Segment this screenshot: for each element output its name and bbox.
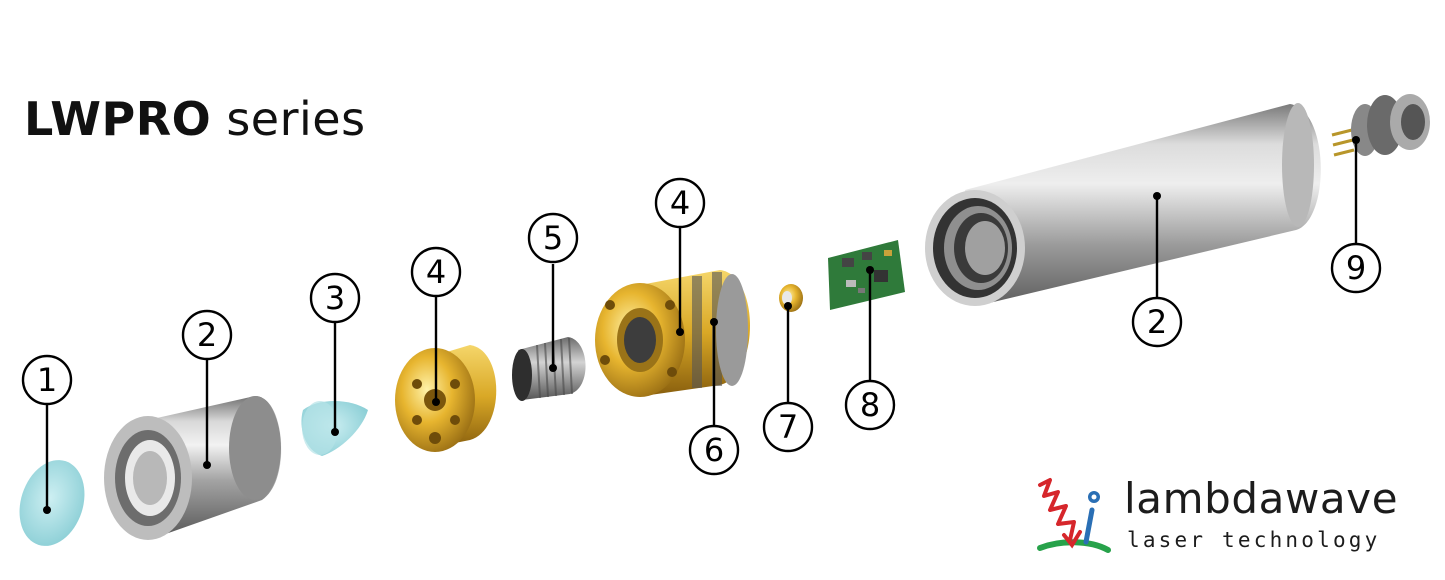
svg-text:3: 3 [325, 279, 345, 317]
lens-mount-small [395, 345, 497, 452]
svg-text:2: 2 [197, 316, 217, 354]
svg-text:2: 2 [1147, 303, 1167, 341]
callout-2-rear: 2 [1131, 296, 1183, 348]
svg-text:9: 9 [1346, 249, 1366, 287]
callout-4-large: 4 [654, 177, 706, 229]
rear-housing [925, 103, 1321, 306]
callout-7: 7 [762, 401, 814, 453]
callout-5: 5 [527, 212, 579, 264]
svg-text:6: 6 [704, 431, 724, 469]
callout-3: 3 [309, 272, 361, 324]
lambdawave-logo-icon [1037, 478, 1111, 553]
svg-text:4: 4 [426, 253, 446, 291]
lens-mount-large [595, 270, 750, 397]
spring [512, 337, 586, 401]
svg-text:1: 1 [37, 361, 57, 399]
series-suffix: series [211, 92, 366, 146]
series-name: LWPRO [24, 92, 212, 146]
brand-tagline: laser technology [1127, 528, 1381, 552]
callout-1: 1 [21, 354, 73, 406]
page-title: LWPRO series [24, 92, 366, 146]
driver-board [828, 240, 905, 310]
svg-text:8: 8 [860, 386, 880, 424]
callout-4-small: 4 [410, 246, 462, 298]
lens-window [19, 460, 85, 546]
brand-name: lambdawave [1124, 474, 1399, 523]
callout-6: 6 [688, 424, 740, 476]
callout-9: 9 [1330, 242, 1382, 294]
callout-8: 8 [844, 379, 896, 431]
svg-text:4: 4 [670, 184, 690, 222]
front-housing [104, 396, 282, 540]
connector [1331, 94, 1430, 157]
callout-2-front: 2 [181, 309, 233, 361]
svg-text:7: 7 [778, 408, 798, 446]
svg-text:5: 5 [543, 219, 563, 257]
